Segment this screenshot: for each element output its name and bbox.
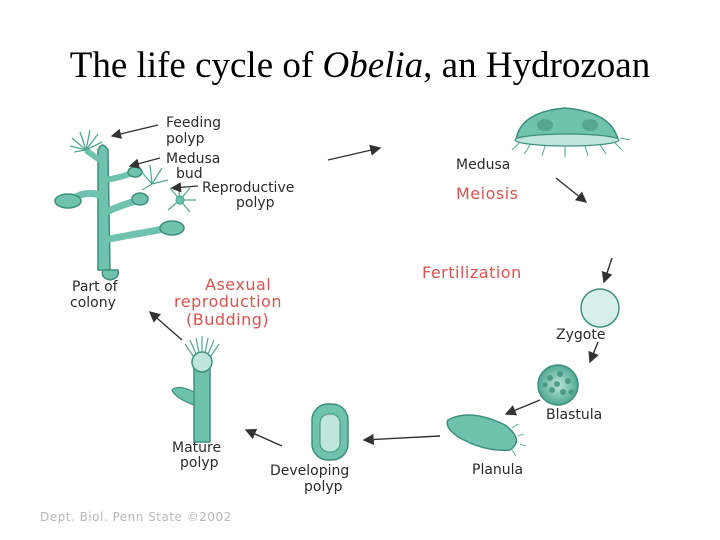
label-blastula: Blastula [546, 407, 602, 423]
label-medusa: Medusa [456, 157, 510, 173]
medusa-bud-cluster [140, 165, 168, 190]
label-zygote: Zygote [556, 327, 605, 343]
label-developing-polyp-2: polyp [304, 479, 343, 495]
label-mature-polyp-2: polyp [180, 455, 219, 471]
label-part-of-colony-2: colony [70, 295, 116, 311]
medusa-illustration [512, 108, 630, 157]
feeding-polyp-tentacles [70, 130, 102, 152]
label-asexual-3: (Budding) [186, 310, 269, 329]
colony-illustration [55, 145, 184, 280]
zygote-illustration [581, 289, 619, 327]
developing-polyp-illustration [312, 404, 348, 460]
label-medusa-bud-1: Medusa [166, 151, 220, 167]
label-fertilization: Fertilization [422, 263, 522, 282]
label-asexual-2: reproduction [174, 292, 282, 311]
label-part-of-colony-1: Part of [72, 279, 119, 295]
label-mature-polyp-1: Mature [172, 440, 221, 456]
label-reproductive-polyp-2: polyp [236, 195, 275, 211]
arrow-developing-to-mature [246, 430, 282, 446]
arrow-mature-to-colony [150, 312, 182, 340]
label-planula: Planula [472, 462, 523, 478]
label-medusa-bud-2: bud [176, 166, 203, 182]
credit-text: Dept. Biol. Penn State ©2002 [40, 510, 232, 524]
arrow-blastula-to-planula [506, 400, 540, 414]
label-reproductive-polyp-1: Reproductive [202, 180, 294, 196]
planula-illustration [447, 415, 526, 456]
label-meiosis: Meiosis [456, 184, 519, 203]
blastula-illustration [538, 365, 578, 405]
arrow-fertilization [604, 258, 612, 282]
label-feeding-polyp-2: polyp [166, 131, 205, 147]
label-feeding-polyp-1: Feeding [166, 115, 221, 131]
arrow-meiosis [556, 178, 586, 202]
arrow-colony-to-medusa [328, 148, 380, 160]
arrow-planula-to-developing [364, 436, 440, 440]
label-developing-polyp-1: Developing [270, 463, 349, 479]
mature-polyp-illustration [172, 336, 219, 442]
arrow-zygote-to-blastula [590, 342, 598, 362]
